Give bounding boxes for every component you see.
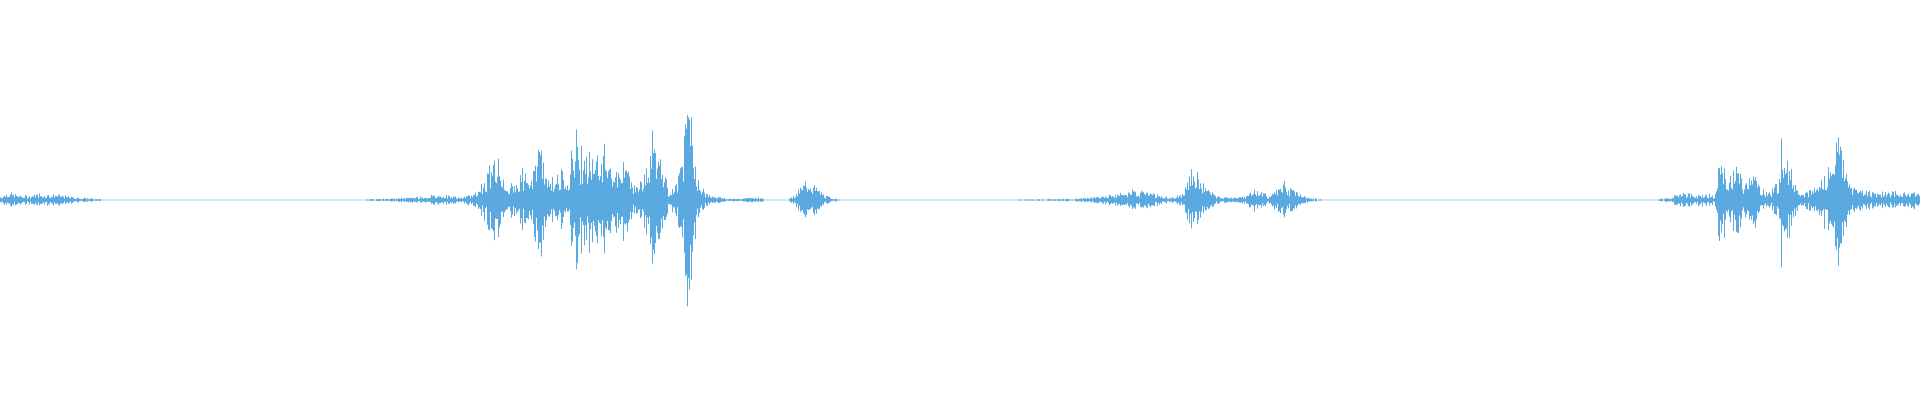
waveform-amplitude: [0, 115, 1920, 307]
